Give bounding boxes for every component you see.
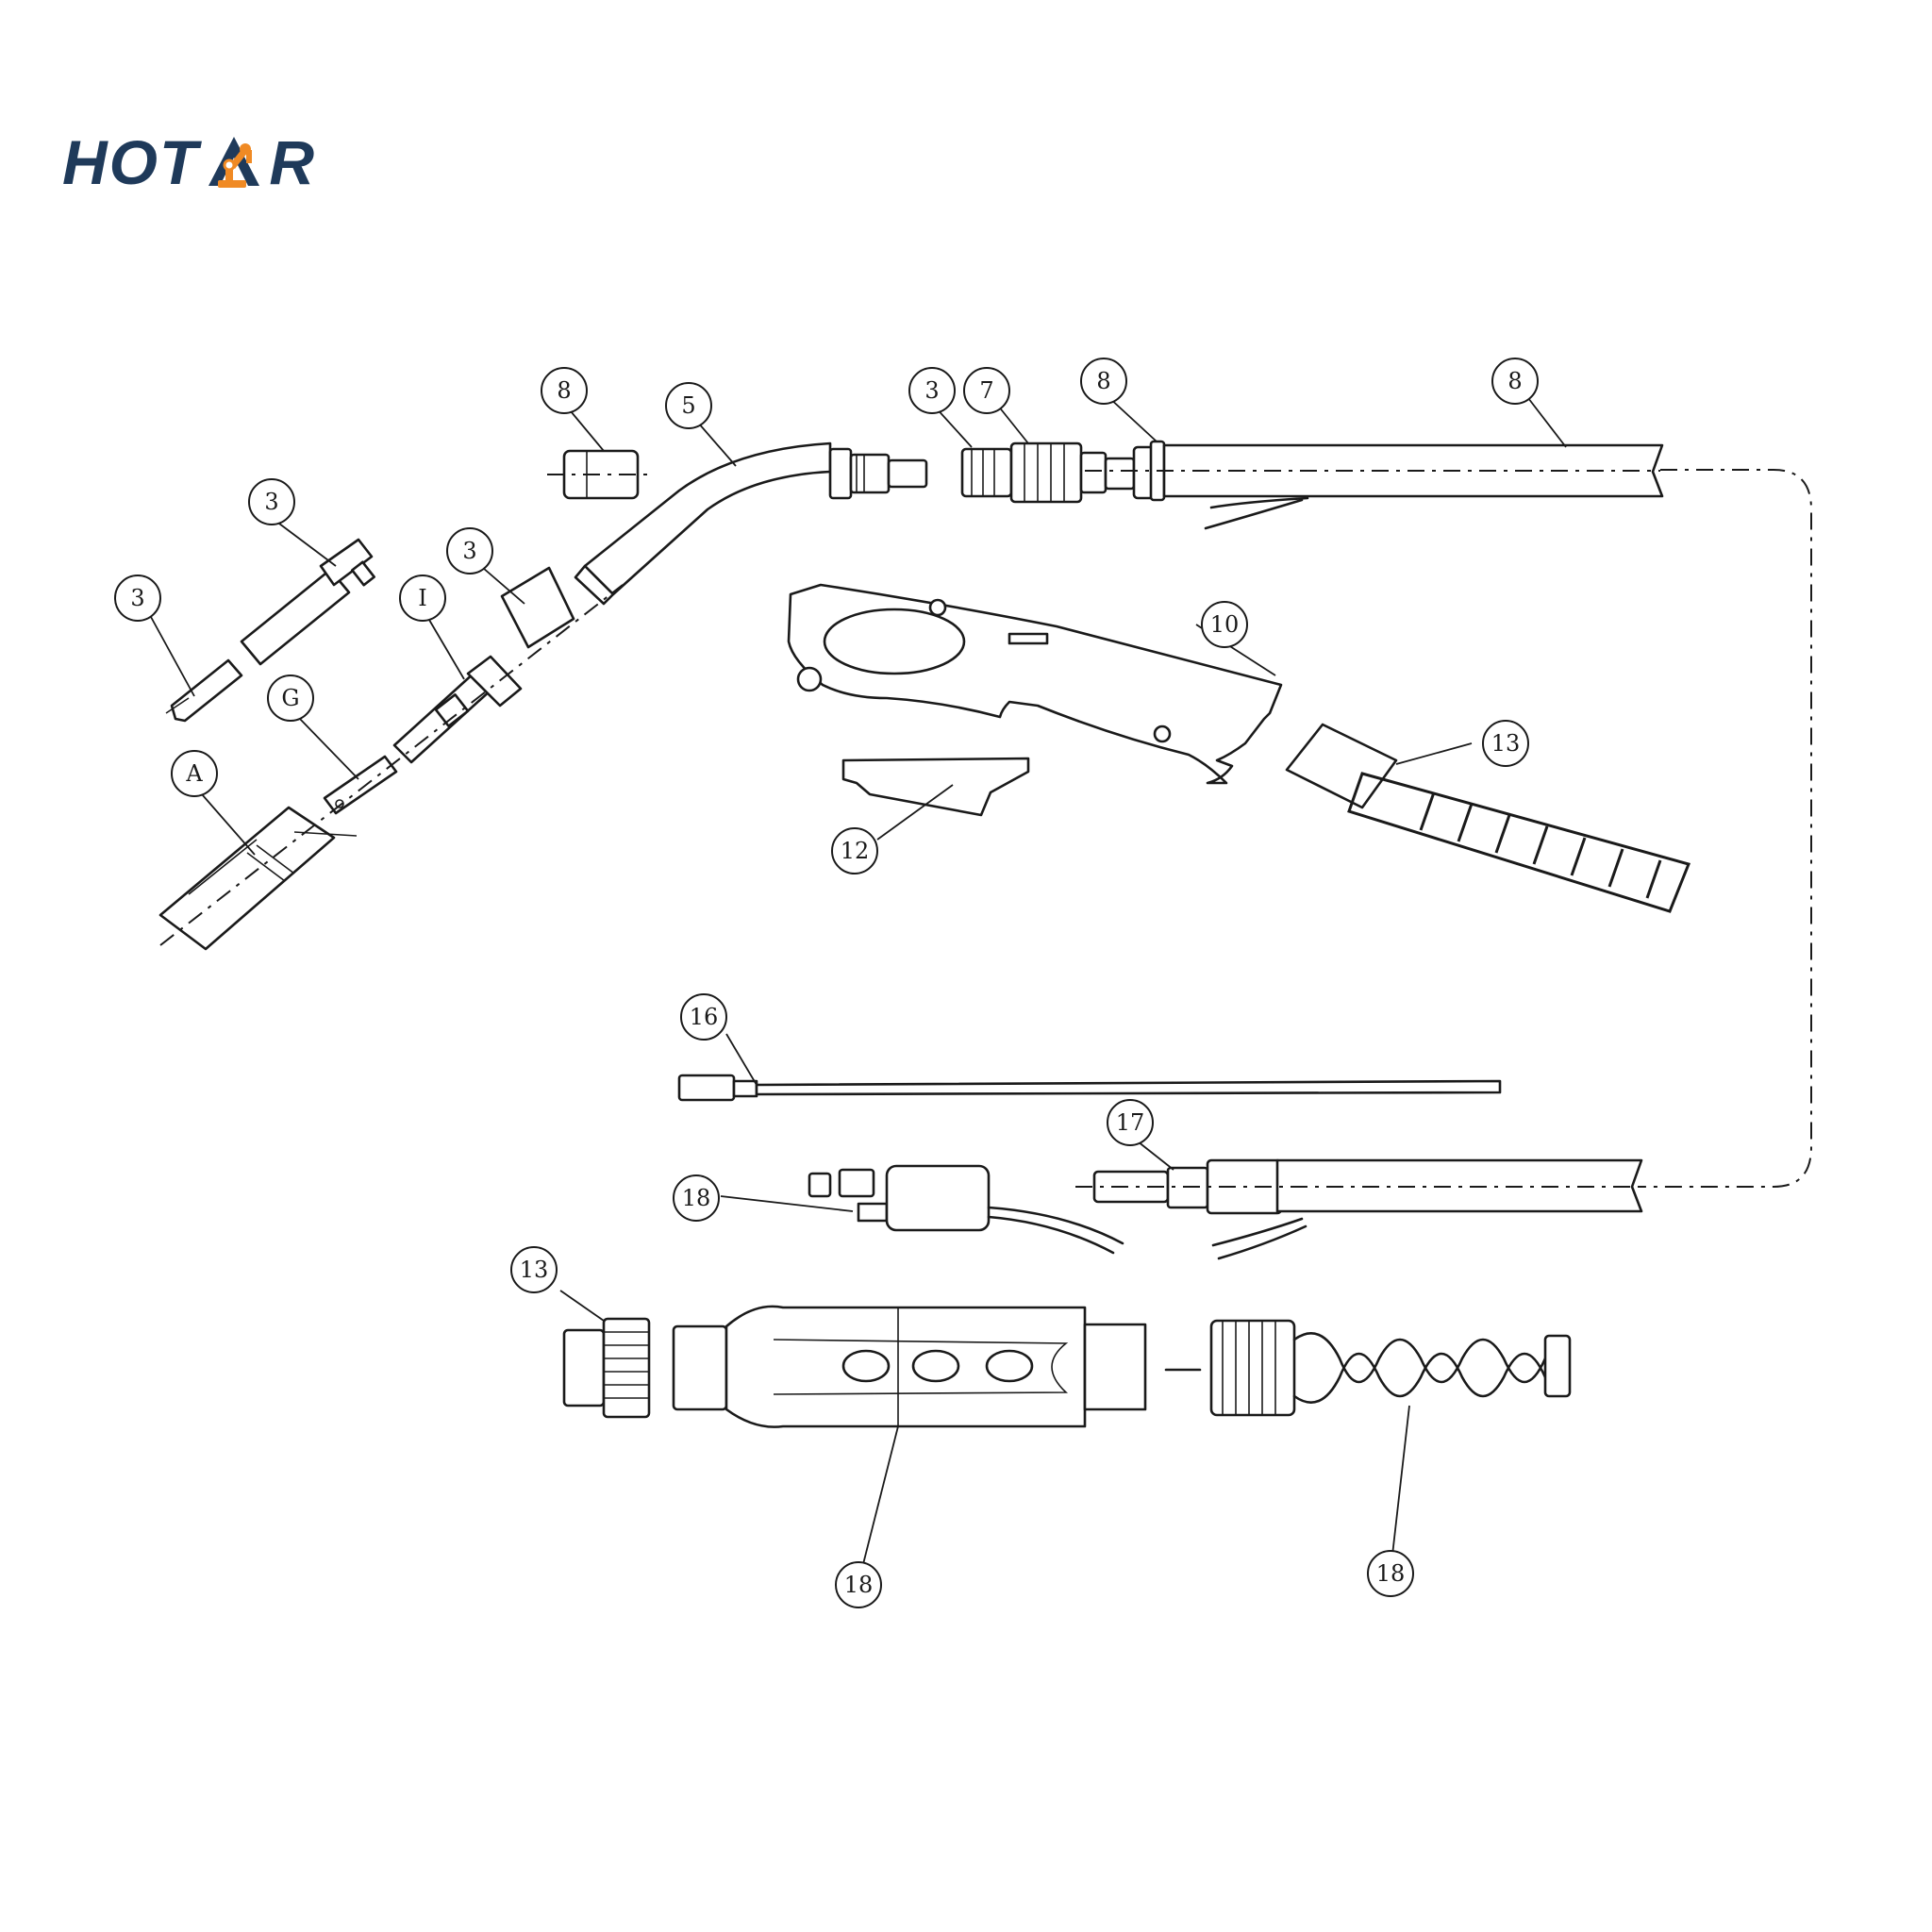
insulator-part [500, 566, 575, 649]
callout-8-ring: 8 [1080, 358, 1127, 405]
callout-13-spring-guard: 13 [1482, 720, 1529, 767]
liner-part [677, 1074, 1502, 1102]
callout-3-connector: 3 [908, 367, 956, 414]
svg-text:3: 3 [462, 538, 476, 564]
brand-name-left: HOT [62, 127, 200, 197]
gas-diffuser-part [240, 538, 375, 666]
cable-routing-line [1640, 469, 1812, 1188]
callout-1-tip-holder: I [399, 575, 446, 622]
svg-text:5: 5 [681, 392, 695, 419]
svg-text:8: 8 [1507, 368, 1522, 394]
neck-connector-part [960, 441, 1136, 504]
svg-text:7: 7 [979, 377, 993, 404]
svg-text:17: 17 [1116, 1109, 1145, 1136]
trigger-part [841, 757, 1030, 817]
svg-text:8: 8 [557, 377, 571, 404]
callout-8-nozzle: 8 [541, 367, 588, 414]
svg-text:I: I [418, 585, 426, 611]
callout-a-shroud: A [171, 750, 218, 797]
svg-text:18: 18 [1376, 1560, 1406, 1587]
shroud-part [158, 806, 358, 951]
svg-text:10: 10 [1210, 611, 1240, 638]
callout-10-handle: 10 [1201, 601, 1248, 648]
callout-3-insulator: 3 [446, 527, 493, 575]
callout-16-liner: 16 [680, 993, 727, 1041]
robot-arm-icon [208, 137, 260, 188]
svg-text:13: 13 [1491, 730, 1521, 757]
svg-text:16: 16 [690, 1004, 719, 1030]
callout-18-switch: 18 [673, 1174, 720, 1222]
contact-tip-part [165, 658, 243, 723]
tip-holder-part [392, 655, 523, 764]
callout-5-swan-neck: 5 [665, 382, 712, 429]
brand-name-right: R [269, 127, 316, 197]
svg-text:G: G [281, 685, 299, 711]
swan-neck-part [574, 441, 928, 606]
spring-guard-part [1285, 723, 1691, 913]
svg-text:8: 8 [1096, 368, 1110, 394]
callout-3-contact-tip: 3 [114, 575, 161, 622]
svg-text:3: 3 [264, 489, 278, 515]
lower-cable-part [1075, 1158, 1643, 1260]
svg-text:18: 18 [682, 1185, 711, 1211]
callout-7-connector: 7 [963, 367, 1010, 414]
handle-part [787, 583, 1283, 785]
svg-text:3: 3 [924, 377, 939, 404]
switch-part [808, 1164, 1124, 1255]
callout-17-cable: 17 [1107, 1099, 1154, 1146]
callout-8-cable: 8 [1491, 358, 1539, 405]
upper-cable-part [1085, 440, 1664, 530]
nozzle-part [547, 449, 651, 500]
rear-spring-part [1209, 1319, 1572, 1417]
callout-3-diffuser: 3 [248, 478, 295, 525]
rear-nut-part [562, 1317, 651, 1419]
svg-text:13: 13 [520, 1257, 549, 1283]
callout-18-handle-body: 18 [835, 1561, 882, 1608]
svg-text:A: A [185, 760, 203, 787]
callout-18-rear-spring: 18 [1367, 1550, 1414, 1597]
callout-g-spacer: G [267, 675, 314, 722]
svg-text:18: 18 [844, 1572, 874, 1598]
callout-13-rear-nut: 13 [510, 1246, 558, 1293]
callout-12-trigger: 12 [831, 827, 878, 874]
handle-body-part [672, 1305, 1202, 1428]
leader-lines [150, 395, 1567, 1573]
svg-text:3: 3 [130, 585, 144, 611]
brand-logo: HOT R [62, 125, 316, 200]
axis-line [159, 584, 624, 946]
svg-text:12: 12 [841, 838, 870, 864]
spacer-part [323, 755, 398, 815]
